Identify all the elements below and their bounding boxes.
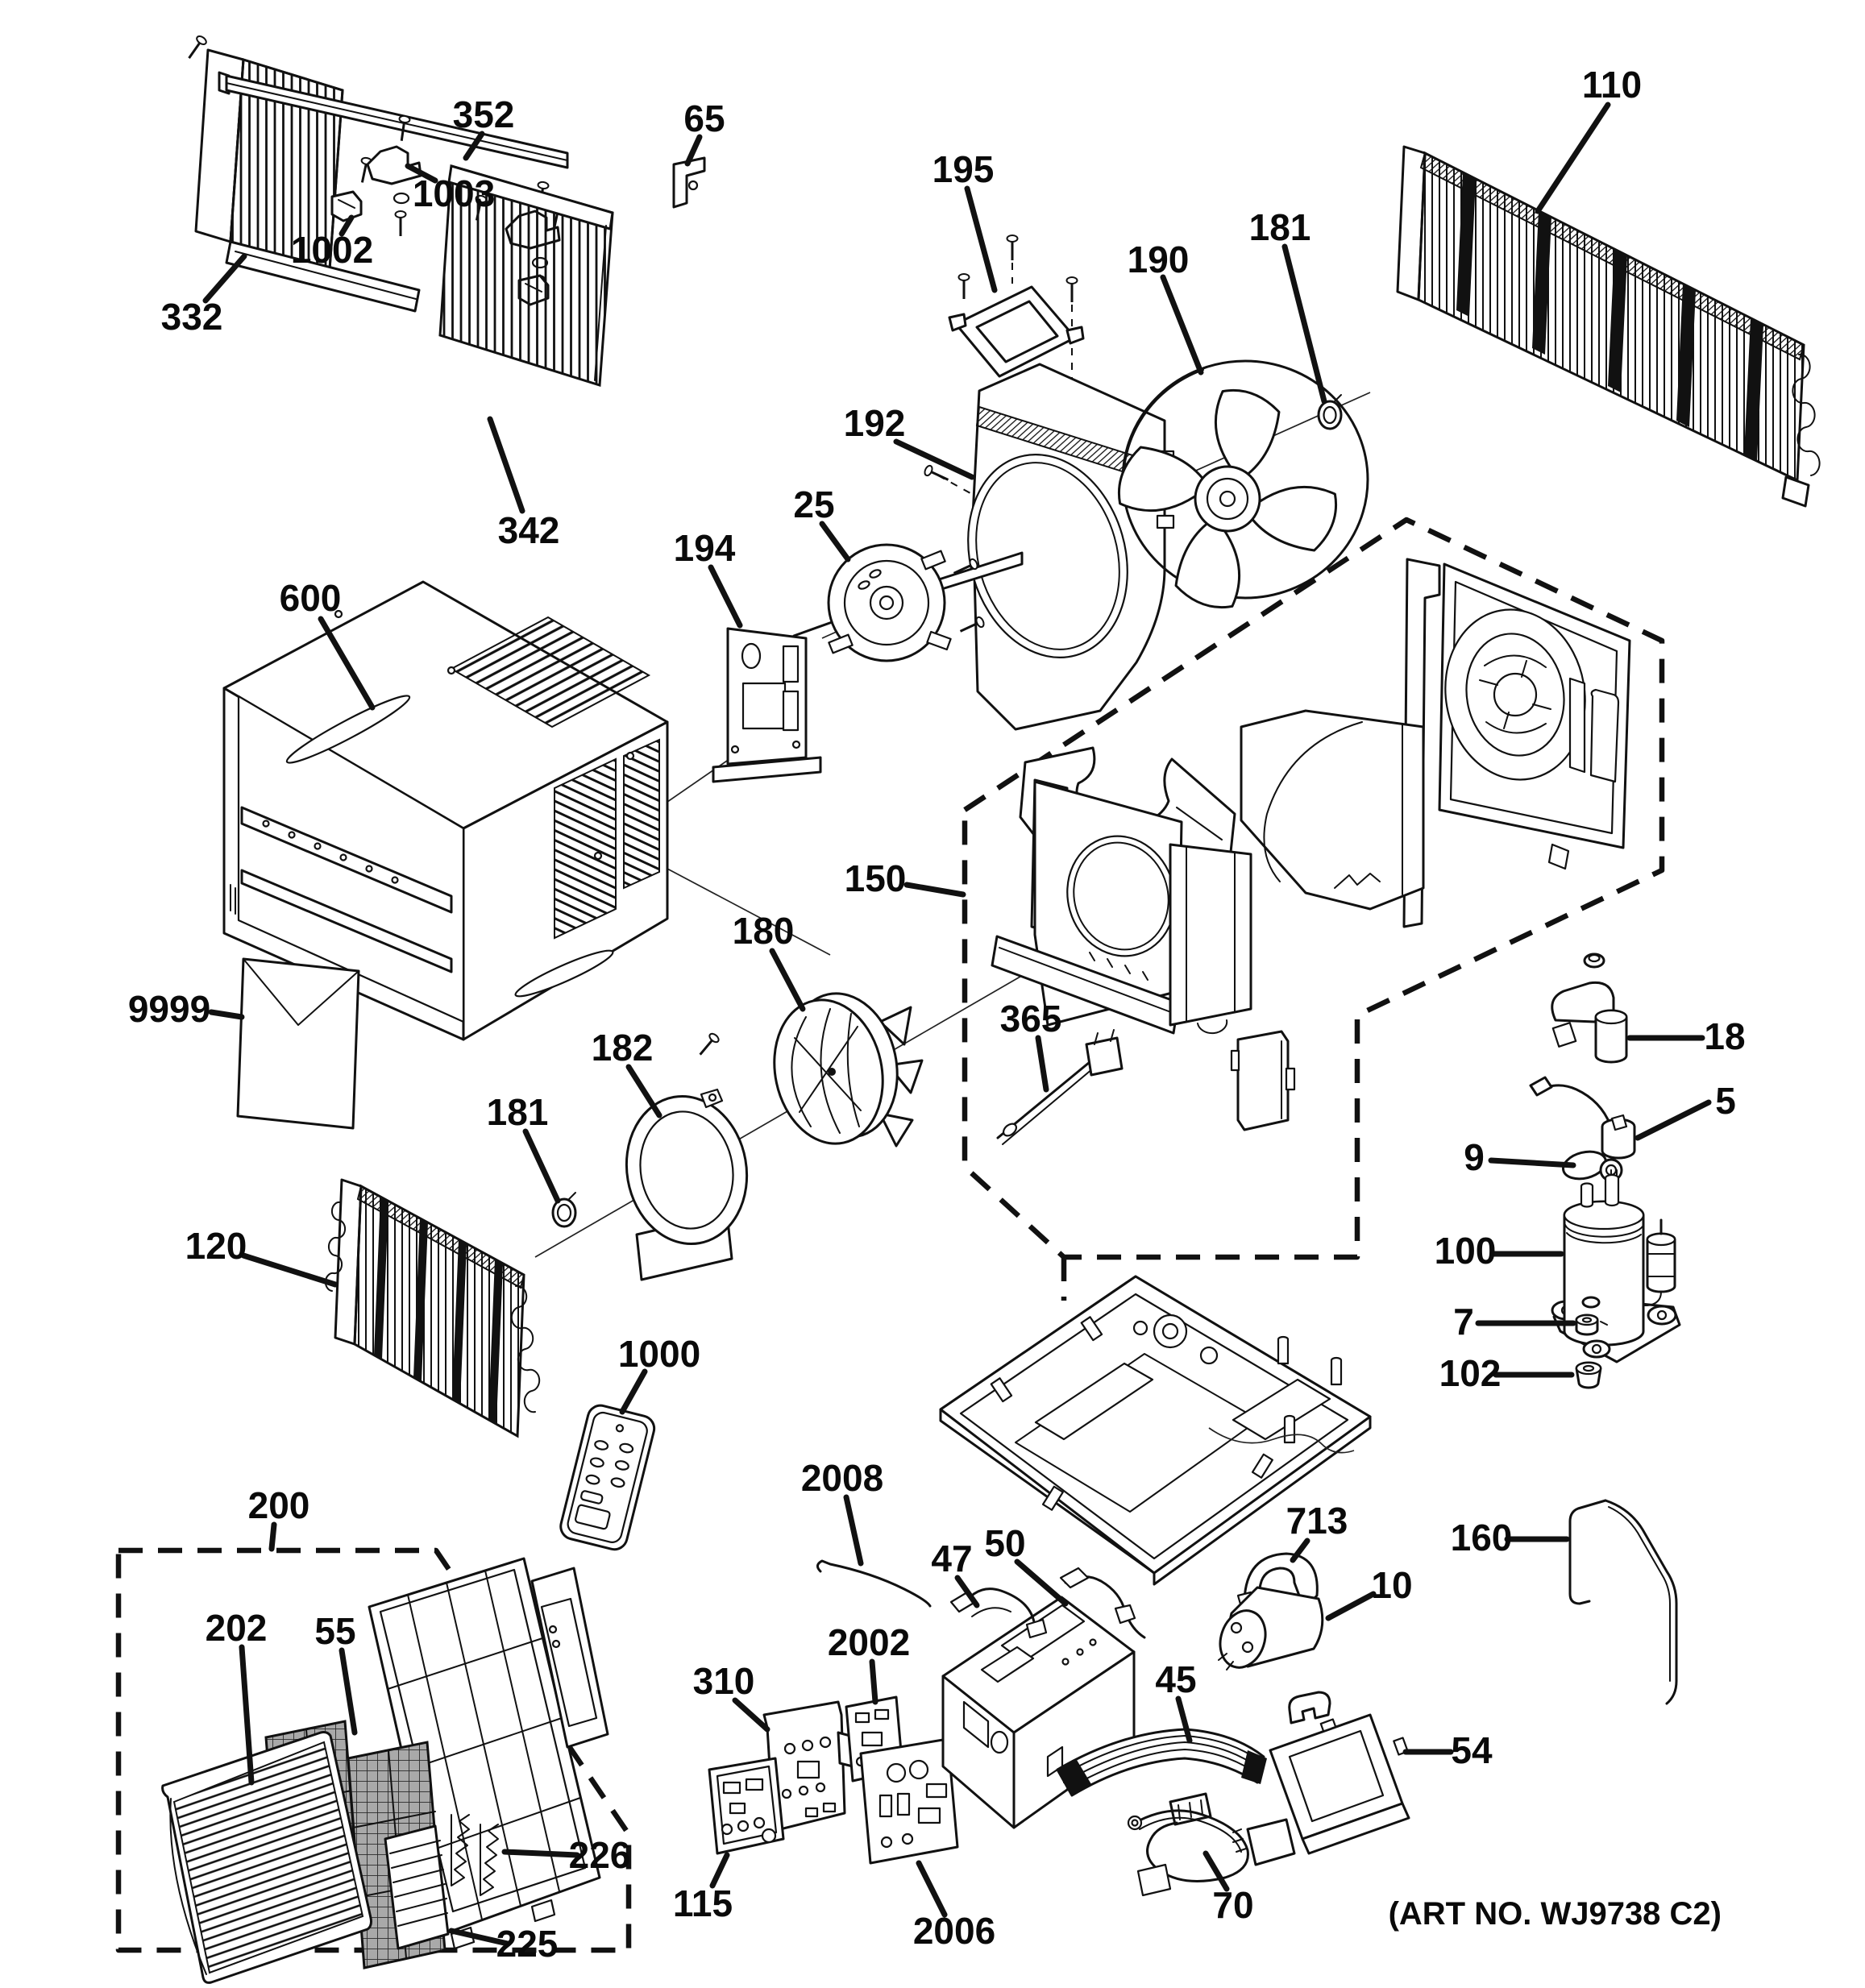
cabinet-600: [222, 580, 722, 1060]
callout-9999: 9999: [128, 988, 210, 1030]
condenser-fan-blade-190: [1117, 359, 1369, 609]
callout-9: 9: [1464, 1136, 1485, 1178]
terminal-grommet-5: [1529, 1076, 1636, 1160]
callout-1003: 1003: [413, 172, 495, 214]
side-curtain-left-332: [183, 33, 421, 313]
base-pan: [939, 1275, 1372, 1586]
front-grille-202: [161, 1731, 372, 1984]
callout-7: 7: [1453, 1301, 1474, 1343]
callout-200: 200: [248, 1484, 310, 1526]
display-door-54: [1269, 1691, 1410, 1855]
callout-110: 110: [1582, 64, 1642, 106]
literature-envelope-9999: [236, 957, 360, 1130]
top-rail-352: [218, 71, 569, 232]
art-number: (ART NO. WJ9738 C2): [1389, 1896, 1722, 1932]
callout-180: 180: [733, 910, 795, 952]
side-curtain-right-342: [438, 164, 614, 387]
callout-55: 55: [314, 1610, 355, 1652]
callout-352: 352: [453, 93, 515, 135]
callout-47: 47: [931, 1538, 972, 1579]
control-membrane-115: [708, 1757, 785, 1855]
callout-225: 225: [496, 1923, 559, 1965]
fan-ring-182: [625, 1088, 749, 1281]
fan-shroud-192: [922, 363, 1175, 731]
callout-5: 5: [1715, 1080, 1736, 1122]
callout-45: 45: [1155, 1658, 1196, 1700]
ribbon-cable-45: [1056, 1728, 1267, 1826]
callout-310: 310: [693, 1660, 755, 1702]
callout-2008: 2008: [801, 1457, 883, 1499]
drain-tube-2008: [816, 1559, 932, 1608]
callout-115: 115: [673, 1882, 733, 1924]
callout-342: 342: [498, 509, 560, 551]
thermistor-sensor-365: [996, 1029, 1124, 1145]
condenser-coil-110: [1396, 145, 1821, 508]
callout-1000: 1000: [618, 1333, 700, 1375]
shaft-clip-181-mid: [551, 1192, 577, 1228]
compressor-100: [1551, 1169, 1681, 1363]
evaporator-coil-120: [324, 1178, 541, 1438]
callout-160: 160: [1451, 1517, 1513, 1558]
callout-182: 182: [592, 1027, 654, 1069]
callout-150: 150: [845, 857, 907, 899]
wire-harness-47: [949, 1587, 1048, 1639]
callout-195: 195: [932, 148, 995, 190]
shaft-clip-181-top: [1317, 394, 1343, 430]
callout-2002: 2002: [828, 1621, 910, 1663]
callout-120: 120: [185, 1225, 247, 1267]
callout-194: 194: [674, 527, 736, 569]
callout-100: 100: [1435, 1230, 1497, 1272]
grille-boundary-200: [115, 1547, 632, 1953]
air-handler-assembly-150: [991, 558, 1631, 1131]
callout-713: 713: [1286, 1500, 1348, 1542]
power-cord-70: [1127, 1809, 1296, 1897]
condensate-tube-160: [1568, 1499, 1678, 1705]
callout-70: 70: [1212, 1884, 1253, 1926]
callout-2006: 2006: [913, 1910, 995, 1952]
vent-door-225: [384, 1824, 450, 1950]
callout-65: 65: [683, 98, 725, 139]
callout-102: 102: [1439, 1352, 1502, 1394]
callout-54: 54: [1451, 1729, 1493, 1771]
callout-labels: 352 65 332 1003 1002 342 195 190 181 192…: [128, 64, 1746, 1965]
wire-harness-50: [1059, 1567, 1146, 1639]
callout-332: 332: [161, 296, 223, 338]
mount-grommet-7: [1566, 1314, 1608, 1336]
callout-226: 226: [569, 1834, 631, 1876]
callout-600: 600: [280, 577, 342, 619]
remote-control-1000: [559, 1404, 656, 1551]
callout-181-top: 181: [1249, 206, 1311, 248]
callout-202: 202: [206, 1607, 268, 1649]
fan-blade: [1117, 388, 1338, 609]
compressor-overload-18: [1551, 952, 1628, 1064]
fan-motor-25: [792, 543, 1024, 662]
motor-mount-bracket-195: [948, 234, 1085, 448]
callout-10: 10: [1371, 1564, 1412, 1606]
callout-50: 50: [984, 1522, 1025, 1564]
assembly-boundary-150: [962, 517, 1665, 1301]
motor-support-bracket-194: [712, 627, 822, 783]
callout-181-mid: 181: [487, 1091, 549, 1133]
power-pcb-2006: [859, 1737, 959, 1865]
callout-25: 25: [793, 484, 834, 525]
callout-1002: 1002: [291, 229, 373, 271]
rubber-foot-102: [1575, 1361, 1602, 1389]
angle-bracket-65: [672, 156, 706, 209]
callout-192: 192: [844, 402, 906, 444]
run-capacitor-10: [1218, 1586, 1324, 1671]
callout-190: 190: [1128, 239, 1190, 280]
vent-lever-strips-226: [451, 1814, 499, 1896]
leader-lines: [202, 102, 1712, 1947]
callout-365: 365: [1000, 998, 1062, 1040]
blower-wheel-180: [773, 992, 924, 1148]
callout-18: 18: [1704, 1015, 1745, 1057]
